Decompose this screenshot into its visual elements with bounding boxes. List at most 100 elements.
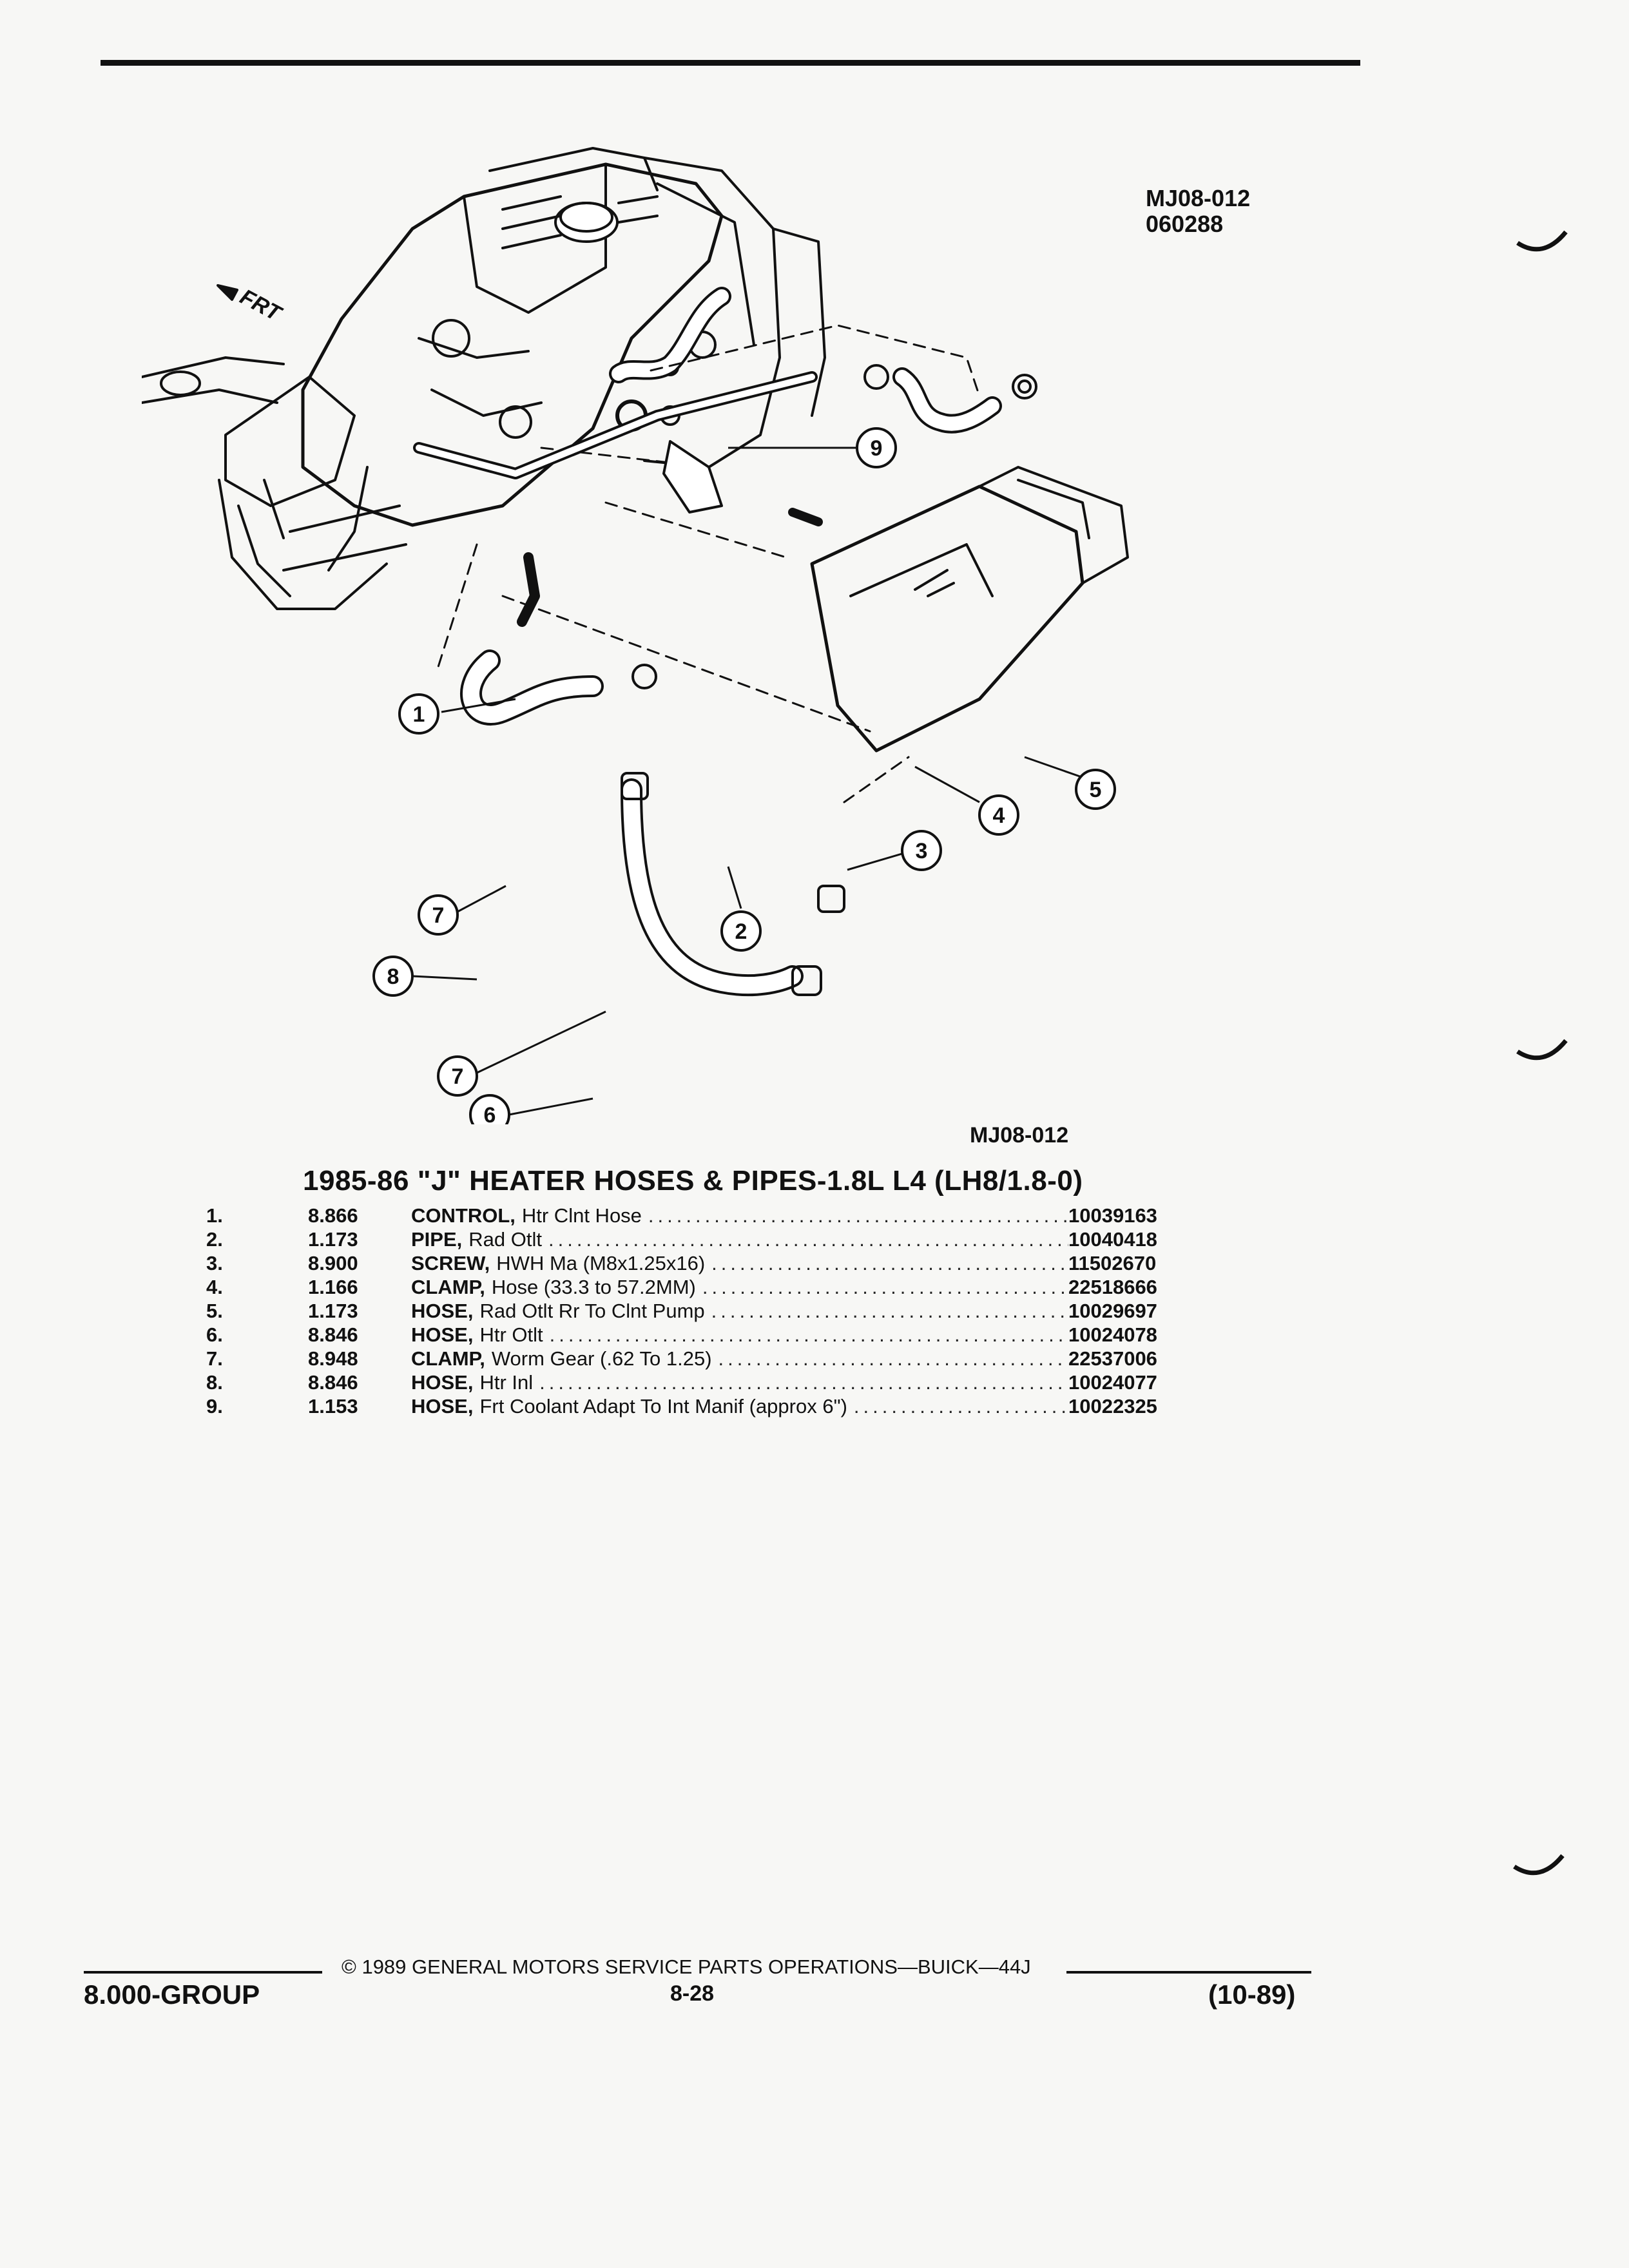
item-number: 3. — [206, 1251, 223, 1274]
group-label: 8.000-GROUP — [84, 1979, 260, 2010]
svg-text:3: 3 — [916, 839, 928, 863]
footer-copyright: © 1989 GENERAL MOTORS SERVICE PARTS OPER… — [342, 1956, 1031, 1978]
leader-dots: ........................................… — [711, 1251, 1068, 1274]
callout-1: 1 — [398, 693, 516, 735]
hose-and-clamp-group — [863, 364, 1037, 434]
part-description: HOSE,Htr Otlt...........................… — [411, 1323, 1068, 1347]
leader-dots: ........................................… — [539, 1370, 1068, 1394]
leader-dots: ........................................… — [648, 1204, 1068, 1227]
part-number: 22537006 — [1068, 1347, 1157, 1370]
part-detail: Rad Otlt — [468, 1227, 542, 1251]
engine-assembly — [142, 147, 826, 610]
binder-mark-top — [1516, 230, 1568, 252]
parts-table-title: 1985-86 "J" HEATER HOSES & PIPES-1.8L L4… — [303, 1165, 1083, 1196]
group-number: 8.900 — [308, 1251, 358, 1274]
part-keyword: HOSE, — [411, 1394, 474, 1418]
part-keyword: SCREW, — [411, 1251, 490, 1274]
part-description: SCREW, HWH Ma (M8x1.25x16)...............… — [411, 1252, 1068, 1275]
part-number: 11502670 — [1068, 1251, 1157, 1274]
group-number: 1.166 — [308, 1275, 358, 1298]
table-row: 5. 1.173 HOSE,Rad Otlt Rr To Clnt Pump....… — [206, 1299, 1237, 1323]
svg-text:2: 2 — [735, 919, 747, 944]
item-number: 9. — [206, 1394, 223, 1418]
part-keyword: HOSE, — [411, 1299, 474, 1322]
table-row: 7. 8.948 CLAMP, Worm Gear (.62 To 1.25)....… — [206, 1347, 1237, 1370]
part-number: 10029697 — [1068, 1299, 1157, 1322]
svg-text:1: 1 — [413, 702, 425, 727]
leader-dots: ........................................… — [718, 1347, 1068, 1370]
heater-inlet-hose — [460, 552, 657, 726]
part-description: HOSE,Rad Otlt Rr To Clnt Pump...........… — [411, 1300, 1068, 1323]
item-number: 2. — [206, 1227, 223, 1251]
group-number: 1.173 — [308, 1299, 358, 1322]
leader-dots: ........................................… — [853, 1394, 1068, 1418]
part-description: CONTROL,Htr Clnt Hose...................… — [411, 1204, 1068, 1227]
table-row: 2. 1.173 PIPE,Rad Otlt....................… — [206, 1227, 1237, 1251]
part-number: 10039163 — [1068, 1204, 1157, 1227]
footer-rule-left — [84, 1971, 322, 1974]
item-number: 7. — [206, 1347, 223, 1370]
binder-mark-bottom — [1513, 1854, 1565, 1876]
part-detail: Htr Inl — [479, 1370, 534, 1394]
callout-9: 9 — [728, 427, 897, 468]
part-detail: Hose (33.3 to 57.2MM) — [491, 1275, 696, 1298]
exploded-parts-diagram: FRT — [142, 147, 1129, 1124]
callout-7: 7 7 — [418, 885, 606, 1097]
svg-text:7: 7 — [452, 1064, 464, 1089]
footer-rule-right — [1066, 1971, 1311, 1974]
part-detail: Worm Gear (.62 To 1.25) — [491, 1347, 712, 1370]
item-number: 5. — [206, 1299, 223, 1322]
part-keyword: HOSE, — [411, 1370, 474, 1394]
group-number: 8.846 — [308, 1323, 358, 1346]
part-number: 10022325 — [1068, 1394, 1157, 1418]
part-number: 10024077 — [1068, 1370, 1157, 1394]
reference-code: MJ08-012 — [1146, 185, 1251, 211]
table-row: 8. 8.846 HOSE,Htr Inl.....................… — [206, 1370, 1237, 1394]
part-number: 22518666 — [1068, 1275, 1157, 1298]
part-description: CLAMP,Hose (33.3 to 57.2MM).............… — [411, 1276, 1068, 1299]
diagram-reference: MJ08-012 060288 — [1146, 186, 1250, 237]
svg-text:7: 7 — [432, 903, 445, 928]
part-number: 10040418 — [1068, 1227, 1157, 1251]
part-number: 10024078 — [1068, 1323, 1157, 1346]
callout-4: 4 — [914, 765, 1019, 836]
callout-6: 6 — [469, 1094, 593, 1124]
leader-dots: ........................................… — [702, 1275, 1068, 1298]
item-number: 8. — [206, 1370, 223, 1394]
callout-2: 2 — [720, 866, 762, 952]
callout-8: 8 — [372, 956, 477, 997]
mount-screw — [788, 508, 823, 526]
svg-text:6: 6 — [484, 1103, 496, 1124]
group-number: 8.948 — [308, 1347, 358, 1370]
page-number: 8-28 — [670, 1981, 715, 2006]
svg-text:5: 5 — [1090, 778, 1102, 802]
callout-5: 5 — [1024, 756, 1116, 810]
part-keyword: HOSE, — [411, 1323, 474, 1346]
leader-dots: ........................................… — [548, 1227, 1068, 1251]
svg-text:4: 4 — [993, 803, 1005, 828]
binder-mark-middle — [1516, 1039, 1568, 1061]
front-label: FRT — [236, 285, 287, 327]
part-detail: Htr Otlt — [479, 1323, 543, 1346]
front-direction-arrow: FRT — [217, 284, 287, 327]
part-description: PIPE,Rad Otlt...........................… — [411, 1228, 1068, 1251]
part-keyword: PIPE, — [411, 1227, 463, 1251]
heater-outlet-hose — [621, 772, 845, 997]
top-rule — [101, 60, 1360, 66]
group-number: 1.173 — [308, 1227, 358, 1251]
svg-text:8: 8 — [387, 965, 400, 989]
group-number: 8.846 — [308, 1370, 358, 1394]
heater-case — [810, 466, 1129, 753]
part-detail: HWH Ma (M8x1.25x16) — [496, 1251, 706, 1274]
part-keyword: CLAMP, — [411, 1347, 485, 1370]
table-row: 3. 8.900 SCREW, HWH Ma (M8x1.25x16)........… — [206, 1251, 1237, 1275]
leader-dots: ........................................… — [549, 1323, 1068, 1346]
figure-id-label: MJ08-012 — [970, 1123, 1069, 1148]
part-detail: Rad Otlt Rr To Clnt Pump — [479, 1299, 705, 1322]
group-number: 8.866 — [308, 1204, 358, 1227]
